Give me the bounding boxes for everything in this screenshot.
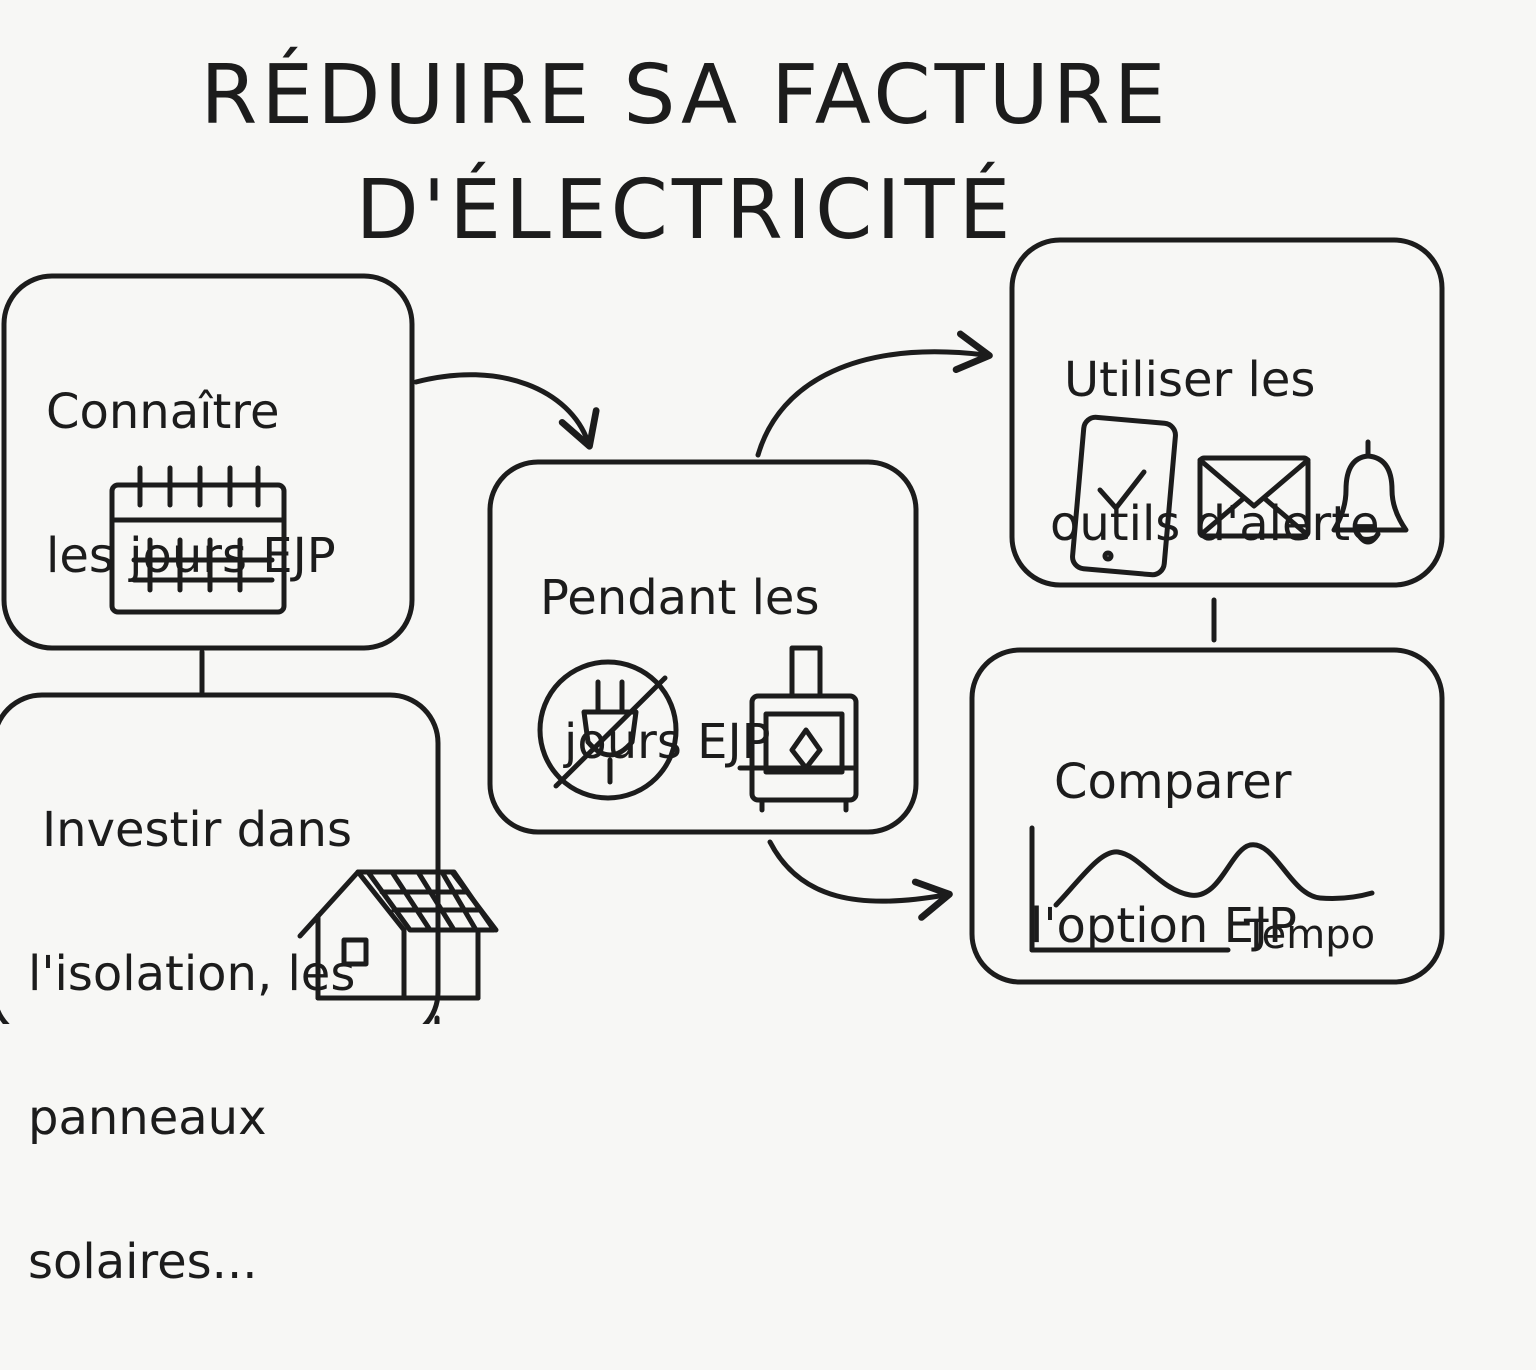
solar-house-icon — [297, 869, 499, 1001]
node-invest-line3: panneaux — [28, 1090, 267, 1146]
box-during-days — [487, 459, 919, 835]
node-invest-line4: solaires... — [28, 1234, 258, 1290]
node-know-days: Connaître les jours EJP — [46, 304, 336, 664]
chart-series-line — [1053, 842, 1375, 908]
box-compare-option — [969, 647, 1445, 985]
node-compare-option-line1: Comparer — [1054, 754, 1292, 810]
box-know-days — [1, 273, 415, 651]
bell-icon — [1331, 439, 1409, 545]
arrow-know-to-during — [413, 372, 600, 450]
node-invest: Investir dans l'isolation, les panneaux … — [28, 722, 355, 1370]
node-alert-tools-line2: outils d'alerte — [1050, 496, 1380, 552]
arrow-during-to-alert — [755, 330, 993, 458]
box-alert-tools — [1009, 237, 1445, 588]
envelope-icon — [1197, 455, 1311, 539]
no-plug-icon — [537, 659, 679, 801]
smartphone-check-icon — [1070, 414, 1178, 578]
wood-stove-icon — [737, 645, 859, 813]
title-line-2: d'électricité — [355, 163, 1015, 258]
node-know-days-line2: les jours EJP — [46, 528, 336, 584]
title-line-1: Réduire sa facture — [200, 48, 1170, 143]
box-invest — [0, 692, 441, 1024]
node-during-days-line1: Pendant les — [540, 570, 820, 626]
line-chart-icon — [1029, 825, 1375, 953]
calendar-icon — [109, 465, 287, 615]
node-alert-tools: Utiliser les outils d'alerte — [1050, 272, 1380, 632]
diagram-canvas — [0, 237, 1445, 1024]
node-compare-option: Comparer l'option EJP — [1030, 674, 1297, 1034]
arrow-during-to-compare — [767, 839, 953, 921]
node-know-days-line1: Connaître — [46, 384, 280, 440]
node-invest-line2: l'isolation, les — [28, 946, 356, 1002]
node-compare-option-line2: l'option EJP — [1030, 898, 1297, 954]
chart-label-tempo: Tempo — [1244, 912, 1376, 958]
node-during-days: Pendant les jours EJP — [540, 490, 819, 850]
node-during-days-line2: jours EJP — [564, 714, 771, 770]
node-invest-line1: Investir dans — [42, 802, 352, 858]
node-alert-tools-line1: Utiliser les — [1064, 352, 1316, 408]
